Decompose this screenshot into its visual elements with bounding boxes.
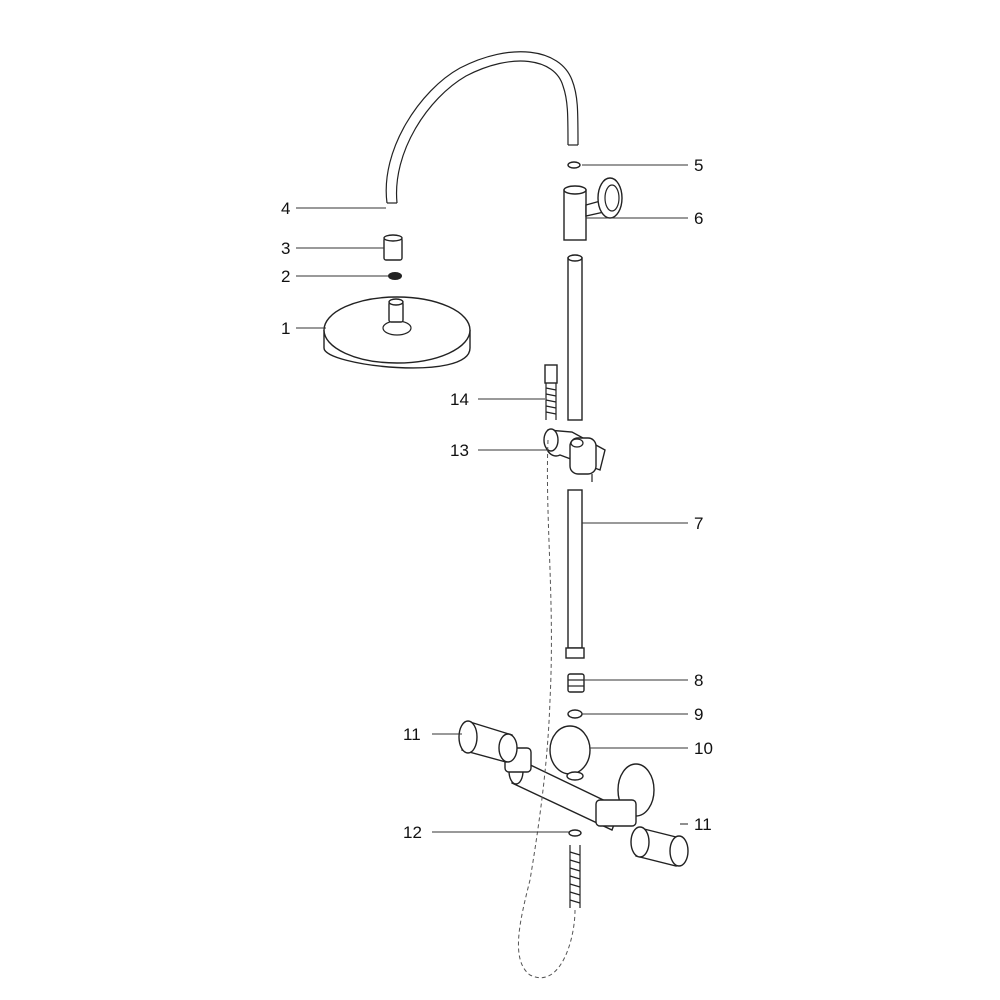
callout-11-left: 11 [403,725,421,744]
part-lower-hose [569,845,581,908]
callout-7: 7 [694,514,703,533]
callout-2: 2 [281,267,290,286]
callout-11-right: 11 [694,815,712,834]
callout-1: 1 [281,319,290,338]
part-shower-head [323,296,471,369]
part-wall-bracket [563,177,623,241]
part-slide-holder [543,428,606,482]
part-washer-2 [388,272,402,280]
part-handle-right [630,826,689,867]
part-washer-5 [567,161,581,169]
part-washer-12 [568,829,582,837]
part-upper-rail [567,254,583,421]
part-lower-rail [565,489,585,659]
part-gooseneck-arm [385,51,579,204]
part-adapter [567,673,585,693]
part-thermostat-body [504,725,655,831]
leader-lines [296,164,688,833]
hand-shower-hose-dashed [518,439,576,979]
part-nut [383,234,403,261]
callout-8: 8 [694,671,703,690]
callout-labels: 1 2 3 4 5 6 7 8 9 10 11 11 12 13 14 [281,156,713,842]
callout-12: 12 [403,823,422,842]
part-oring [567,709,583,719]
callout-9: 9 [694,705,703,724]
callout-14: 14 [450,390,469,409]
callout-6: 6 [694,209,703,228]
part-hose-connector [544,364,558,420]
callout-5: 5 [694,156,703,175]
callout-4: 4 [281,199,290,218]
callout-13: 13 [450,441,469,460]
callout-10: 10 [694,739,713,758]
callout-3: 3 [281,239,290,258]
part-handle-left [458,720,518,763]
